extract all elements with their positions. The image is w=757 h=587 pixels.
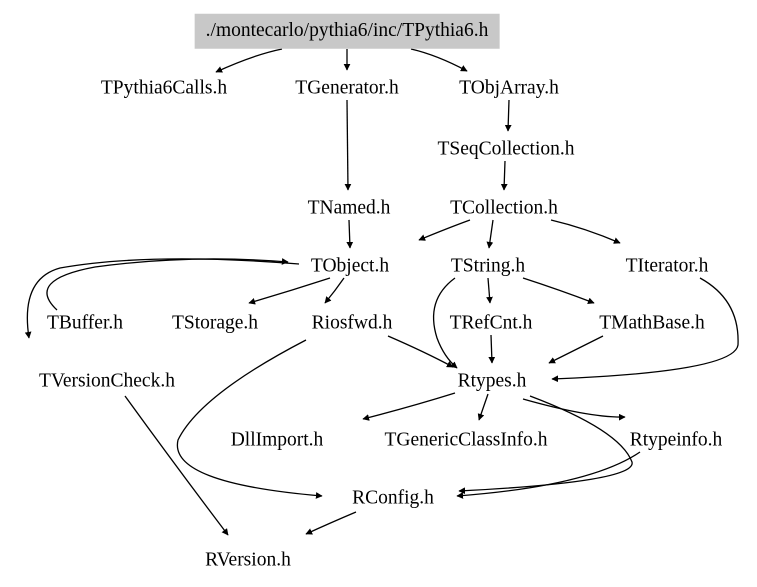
- edge-tstring-to-trefcnt: [486, 277, 493, 304]
- node-tseqcollection[interactable]: TSeqCollection.h: [437, 138, 575, 160]
- edge-tseqcollection-to-tcollection: [500, 160, 508, 191]
- edge-tversioncheck-to-rversion: [124, 395, 229, 536]
- edge-tbuffer-to-tobject: [46, 258, 289, 311]
- edge-root-to-tpythia6calls: [215, 48, 283, 73]
- edge-root-to-tobjarray: [410, 48, 468, 72]
- edge-riosfwd-to-rtypes: [387, 335, 454, 368]
- edge-trefcnt-to-rtypes: [488, 334, 496, 364]
- edge-tcollection-to-tstring: [486, 219, 494, 249]
- node-rtypeinfo[interactable]: Rtypeinfo.h: [629, 429, 723, 451]
- edge-tmathbase-to-rtypes: [548, 335, 604, 364]
- node-tgenericclassinfo[interactable]: TGenericClassInfo.h: [384, 429, 548, 451]
- edge-rtypes-to-rtypeinfo: [522, 398, 626, 421]
- edge-tobject-to-tstorage: [248, 277, 331, 305]
- edge-rtypes-to-dllimport: [362, 392, 456, 421]
- node-tversioncheck[interactable]: TVersionCheck.h: [39, 370, 175, 392]
- edge-rtypes-to-tgenericclassinfo: [477, 393, 489, 421]
- node-trefcnt[interactable]: TRefCnt.h: [449, 312, 533, 334]
- node-tstring[interactable]: TString.h: [450, 255, 526, 277]
- node-root[interactable]: ./montecarlo/pythia6/inc/TPythia6.h: [194, 13, 500, 49]
- node-titerator[interactable]: TIterator.h: [625, 255, 709, 277]
- edge-tcollection-to-titerator: [550, 219, 621, 244]
- edge-riosfwd-to-rconfig: [176, 339, 323, 499]
- edge-tobjarray-to-tseqcollection: [504, 99, 512, 132]
- edge-tcollection-to-tobject: [418, 219, 471, 241]
- edge-tobject-to-riosfwd: [324, 277, 345, 304]
- node-tgenerator[interactable]: TGenerator.h: [295, 77, 399, 99]
- node-tstorage[interactable]: TStorage.h: [171, 312, 259, 334]
- node-tbuffer[interactable]: TBuffer.h: [46, 312, 124, 334]
- edge-rtypeinfo-to-rconfig: [456, 451, 641, 499]
- edge-rconfig-to-rversion: [305, 511, 357, 535]
- node-dllimport[interactable]: DllImport.h: [230, 429, 324, 451]
- edge-tgenerator-to-tnamed: [344, 99, 352, 191]
- node-tnamed[interactable]: TNamed.h: [307, 197, 391, 219]
- node-riosfwd[interactable]: Riosfwd.h: [311, 312, 393, 334]
- node-tobjarray[interactable]: TObjArray.h: [459, 77, 559, 99]
- node-rtypes[interactable]: Rtypes.h: [457, 370, 527, 392]
- node-tmathbase[interactable]: TMathBase.h: [599, 312, 705, 334]
- edge-tstring-to-tmathbase: [522, 277, 595, 304]
- node-rversion[interactable]: RVersion.h: [205, 549, 291, 571]
- node-tobject[interactable]: TObject.h: [310, 255, 390, 277]
- node-rconfig[interactable]: RConfig.h: [352, 487, 434, 509]
- edge-tnamed-to-tobject: [346, 219, 354, 249]
- node-tpythia6calls[interactable]: TPythia6Calls.h: [100, 77, 228, 99]
- node-tcollection[interactable]: TCollection.h: [450, 197, 558, 219]
